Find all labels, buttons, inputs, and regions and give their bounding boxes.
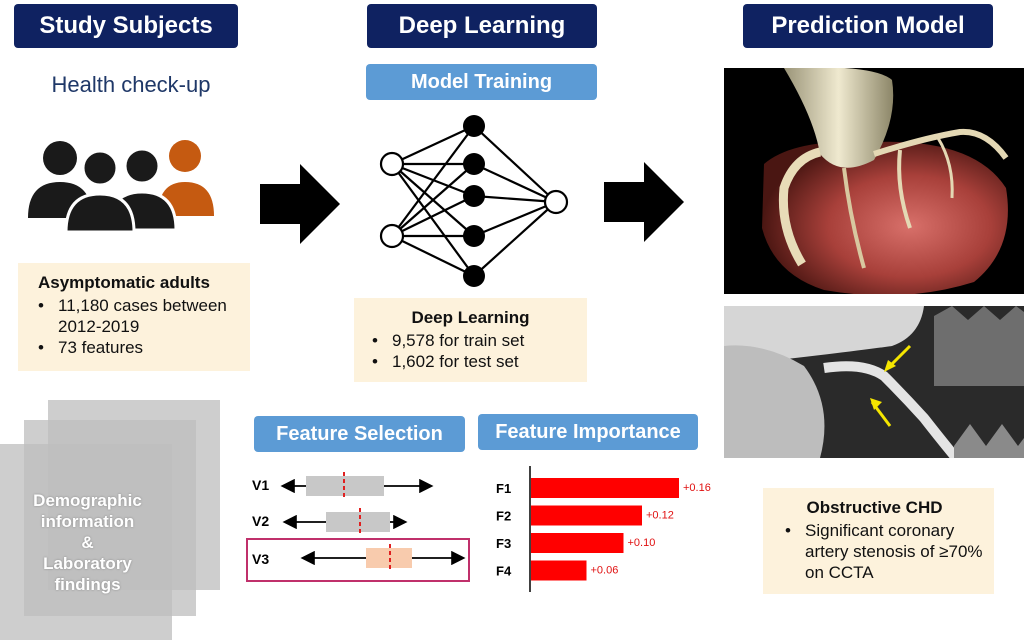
deep-learning-box-title: Deep Learning	[411, 308, 530, 327]
importance-value-label-f1: +0.16	[683, 482, 711, 494]
person-dark-icon-3	[64, 149, 136, 234]
neural-network-icon	[379, 115, 569, 287]
model-training-label: Model Training	[366, 64, 597, 100]
subjects-bullet-cases: 11,180 cases between 2012-2019	[38, 295, 250, 337]
importance-feature-label-f3: F3	[496, 536, 511, 551]
feature-row-label-v1: V1	[252, 477, 270, 493]
demographic-label: Demographic information & Laboratory fin…	[33, 491, 142, 594]
boxplot-v3	[300, 544, 466, 572]
feature-selection-label: Feature Selection	[254, 416, 465, 452]
importance-value-label-f2: +0.12	[646, 510, 674, 522]
importance-feature-label-f4: F4	[496, 564, 512, 579]
header-deep-learning: Deep Learning	[367, 4, 597, 48]
boxplots-icon	[280, 472, 466, 572]
selected-feature-box	[246, 538, 470, 582]
subjects-bullet-features: 73 features	[38, 337, 250, 358]
importance-bar-f4	[531, 560, 587, 581]
test-set-bullet: 1,602 for test set	[372, 351, 587, 372]
heart-ct-3d-image	[724, 68, 1024, 294]
arrow-right-icon-2	[604, 162, 684, 242]
health-checkup-label: Health check-up	[51, 72, 211, 97]
importance-bar-f3	[531, 533, 624, 553]
outcome-box-title: Obstructive CHD	[806, 498, 943, 517]
header-study-subjects: Study Subjects	[14, 4, 238, 48]
importance-bar-f1	[531, 478, 679, 498]
importance-feature-label-f2: F2	[496, 509, 511, 524]
train-set-bullet: 9,578 for train set	[372, 330, 587, 351]
arrow-right-icon-1	[260, 164, 340, 244]
subjects-box-title: Asymptomatic adults	[38, 273, 210, 292]
importance-bar-f2	[531, 505, 642, 526]
boxplot-v1	[280, 472, 434, 500]
feature-row-label-v2: V2	[252, 513, 270, 529]
importance-feature-label-f1: F1	[496, 481, 511, 496]
feature-row-label-v3: V3	[252, 551, 270, 567]
outcome-box: Obstructive CHD Significant coronary art…	[763, 488, 994, 594]
importance-value-label-f3: +0.10	[628, 537, 656, 549]
data-card-front	[0, 444, 172, 640]
feature-importance-label: Feature Importance	[478, 414, 698, 450]
ccta-stenosis-image	[724, 306, 1024, 458]
outcome-bullet: Significant coronary artery stenosis of …	[785, 520, 986, 583]
importance-value-label-f4: +0.06	[591, 565, 619, 577]
boxplot-v2	[282, 508, 408, 536]
subjects-box: Asymptomatic adults 11,180 cases between…	[18, 263, 250, 371]
deep-learning-box: Deep Learning 9,578 for train set 1,602 …	[354, 298, 587, 382]
header-prediction-model: Prediction Model	[743, 4, 993, 48]
people-group-icon	[28, 140, 214, 234]
